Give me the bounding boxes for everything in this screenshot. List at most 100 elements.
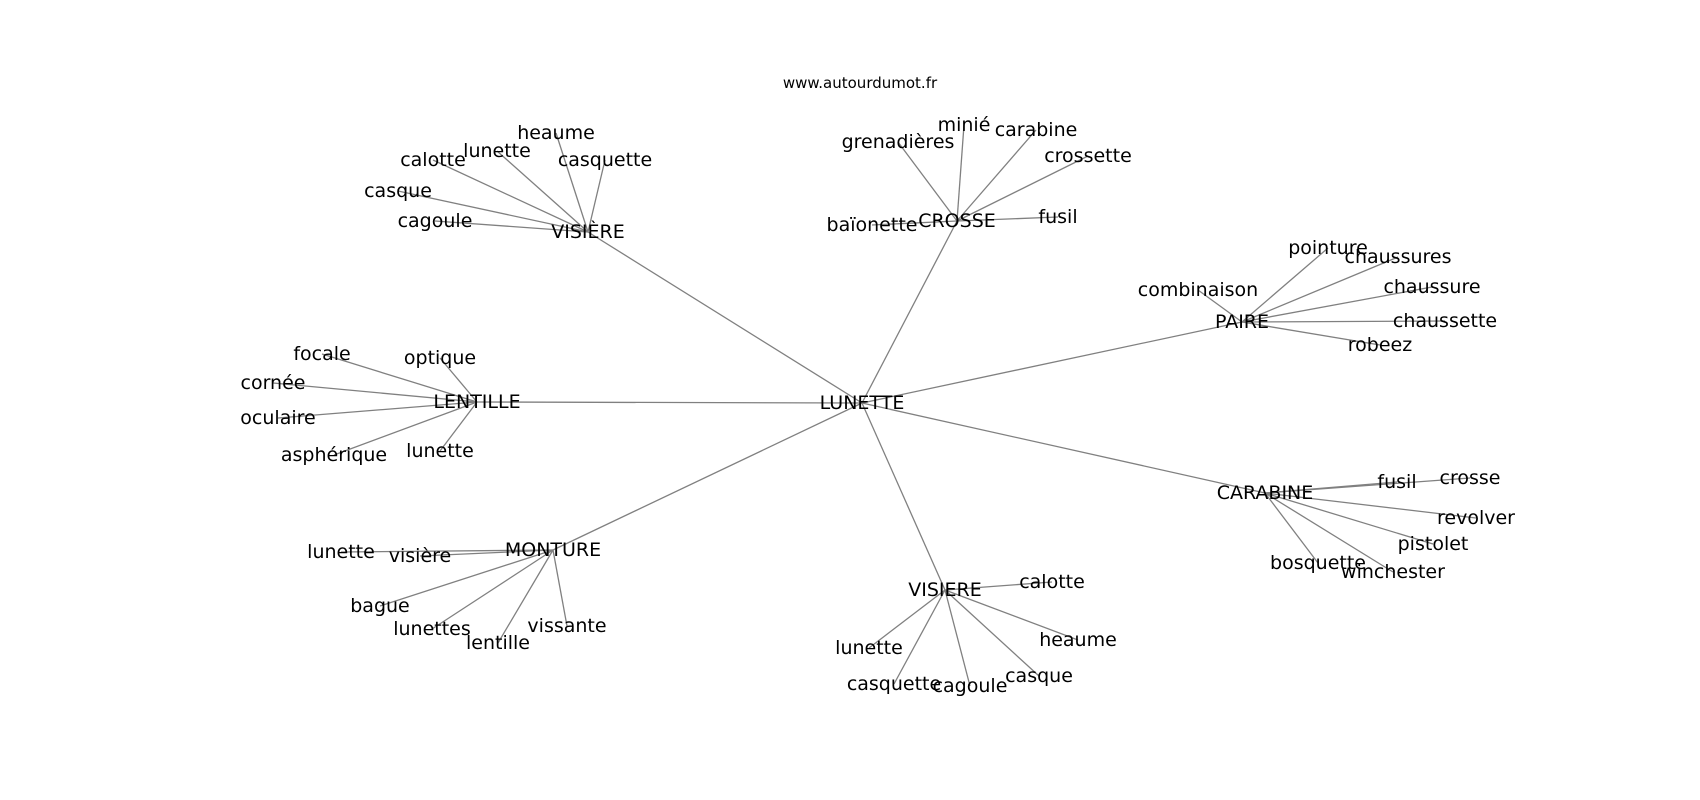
edge-2-4 bbox=[1241, 320, 1446, 323]
leaf-node: fusil bbox=[1377, 471, 1416, 493]
edge-root-5 bbox=[552, 402, 863, 551]
hub-node: PAIRE bbox=[1215, 311, 1269, 333]
edge-1-2 bbox=[897, 141, 958, 222]
leaf-node: grenadières bbox=[842, 131, 955, 153]
edge-4-1 bbox=[1264, 477, 1471, 494]
edge-1-0 bbox=[956, 124, 965, 222]
edge-1-5 bbox=[871, 220, 958, 226]
leaf-node: robeez bbox=[1348, 334, 1412, 356]
edge-1-4 bbox=[956, 216, 1059, 222]
leaf-node: lunette bbox=[406, 440, 474, 462]
edge-5-4 bbox=[497, 549, 554, 644]
leaf-node: revolver bbox=[1437, 507, 1515, 529]
edge-2-0 bbox=[1241, 247, 1329, 323]
edge-5-5 bbox=[552, 549, 568, 627]
edge-6-2 bbox=[868, 589, 946, 649]
leaf-node: heaume bbox=[1039, 629, 1117, 651]
leaf-node: chaussure bbox=[1383, 276, 1480, 298]
edge-3-4 bbox=[333, 401, 478, 456]
edge-2-1 bbox=[1241, 256, 1399, 323]
edge-0-1 bbox=[496, 150, 589, 233]
hub-node: CARABINE bbox=[1217, 482, 1314, 504]
leaf-node: cagoule bbox=[398, 210, 473, 232]
leaf-node: baïonette bbox=[827, 214, 918, 236]
leaf-node: oculaire bbox=[240, 407, 315, 429]
edge-5-0 bbox=[340, 549, 554, 553]
edge-0-0 bbox=[555, 132, 589, 233]
leaf-node: asphérique bbox=[281, 444, 387, 466]
leaf-node: calotte bbox=[1019, 571, 1085, 593]
edge-0-5 bbox=[434, 220, 589, 233]
leaf-node: bosquette bbox=[1270, 552, 1366, 574]
leaf-node: lunettes bbox=[393, 618, 471, 640]
edge-0-4 bbox=[397, 190, 589, 233]
edge-4-4 bbox=[1264, 492, 1319, 564]
leaf-node: winchester bbox=[1341, 561, 1445, 583]
leaf-node: fusil bbox=[1038, 206, 1077, 228]
edge-3-5 bbox=[439, 401, 478, 452]
edge-root-2 bbox=[861, 321, 1243, 404]
edge-6-0 bbox=[944, 581, 1053, 591]
edge-root-1 bbox=[861, 220, 958, 404]
edge-0-2 bbox=[432, 159, 589, 233]
leaf-node: casquette bbox=[847, 673, 941, 695]
leaf-node: cornée bbox=[241, 372, 306, 394]
hub-node: LENTILLE bbox=[433, 391, 520, 413]
leaf-node: optique bbox=[404, 347, 476, 369]
leaf-node: lunette bbox=[307, 541, 375, 563]
edge-3-2 bbox=[272, 382, 478, 403]
edge-root-3 bbox=[476, 401, 863, 404]
leaf-node: visière bbox=[389, 545, 451, 567]
leaf-node: vissante bbox=[527, 615, 606, 637]
edge-2-3 bbox=[1241, 286, 1433, 323]
edge-5-1 bbox=[419, 549, 554, 557]
edge-root-4 bbox=[861, 402, 1266, 494]
edge-2-5 bbox=[1241, 321, 1381, 346]
edge-root-0 bbox=[587, 231, 863, 404]
leaf-node: crossette bbox=[1044, 145, 1132, 167]
edges-layer bbox=[272, 124, 1477, 687]
leaf-node: casque bbox=[1005, 665, 1073, 687]
leaf-node: casque bbox=[364, 180, 432, 202]
edge-1-3 bbox=[956, 155, 1089, 222]
leaf-node: lentille bbox=[466, 632, 530, 654]
leaf-node: heaume bbox=[517, 122, 595, 144]
edge-6-4 bbox=[944, 589, 971, 687]
leaf-node: combinaison bbox=[1138, 279, 1258, 301]
edge-4-5 bbox=[1264, 492, 1394, 573]
edge-1-1 bbox=[956, 129, 1037, 222]
edge-3-1 bbox=[439, 357, 478, 403]
edge-6-3 bbox=[893, 589, 946, 685]
edge-5-2 bbox=[379, 549, 554, 607]
edge-5-3 bbox=[431, 549, 554, 630]
leaf-node: chaussette bbox=[1393, 310, 1497, 332]
edge-6-1 bbox=[944, 589, 1079, 641]
edge-3-0 bbox=[321, 353, 478, 403]
hub-node: VISIERE bbox=[908, 579, 981, 601]
leaf-node: bague bbox=[350, 595, 410, 617]
source-label: www.autourdumot.fr bbox=[783, 74, 938, 92]
edge-4-3 bbox=[1264, 492, 1434, 545]
leaf-node: calotte bbox=[400, 149, 466, 171]
leaf-node: pistolet bbox=[1398, 533, 1469, 555]
hub-node: VISIÈRE bbox=[551, 220, 624, 243]
edge-2-2 bbox=[1197, 289, 1243, 323]
leaf-node: minié bbox=[938, 114, 991, 136]
leaf-node: pointure bbox=[1288, 237, 1368, 259]
leaf-node: chaussures bbox=[1345, 246, 1452, 268]
leaf-node: casquette bbox=[558, 149, 652, 171]
edge-0-3 bbox=[587, 159, 606, 233]
edge-root-6 bbox=[861, 402, 946, 591]
leaf-node: carabine bbox=[995, 119, 1078, 141]
leaf-node: lunette bbox=[463, 140, 531, 162]
leaf-node: crosse bbox=[1440, 467, 1501, 489]
edge-4-2 bbox=[1264, 492, 1477, 519]
edge-3-3 bbox=[277, 401, 478, 419]
hub-node: MONTURE bbox=[505, 539, 601, 561]
leaf-node: cagoule bbox=[933, 675, 1008, 697]
hub-node: CROSSE bbox=[918, 210, 996, 232]
root-node: LUNETTE bbox=[820, 392, 905, 414]
edge-6-5 bbox=[944, 589, 1040, 677]
